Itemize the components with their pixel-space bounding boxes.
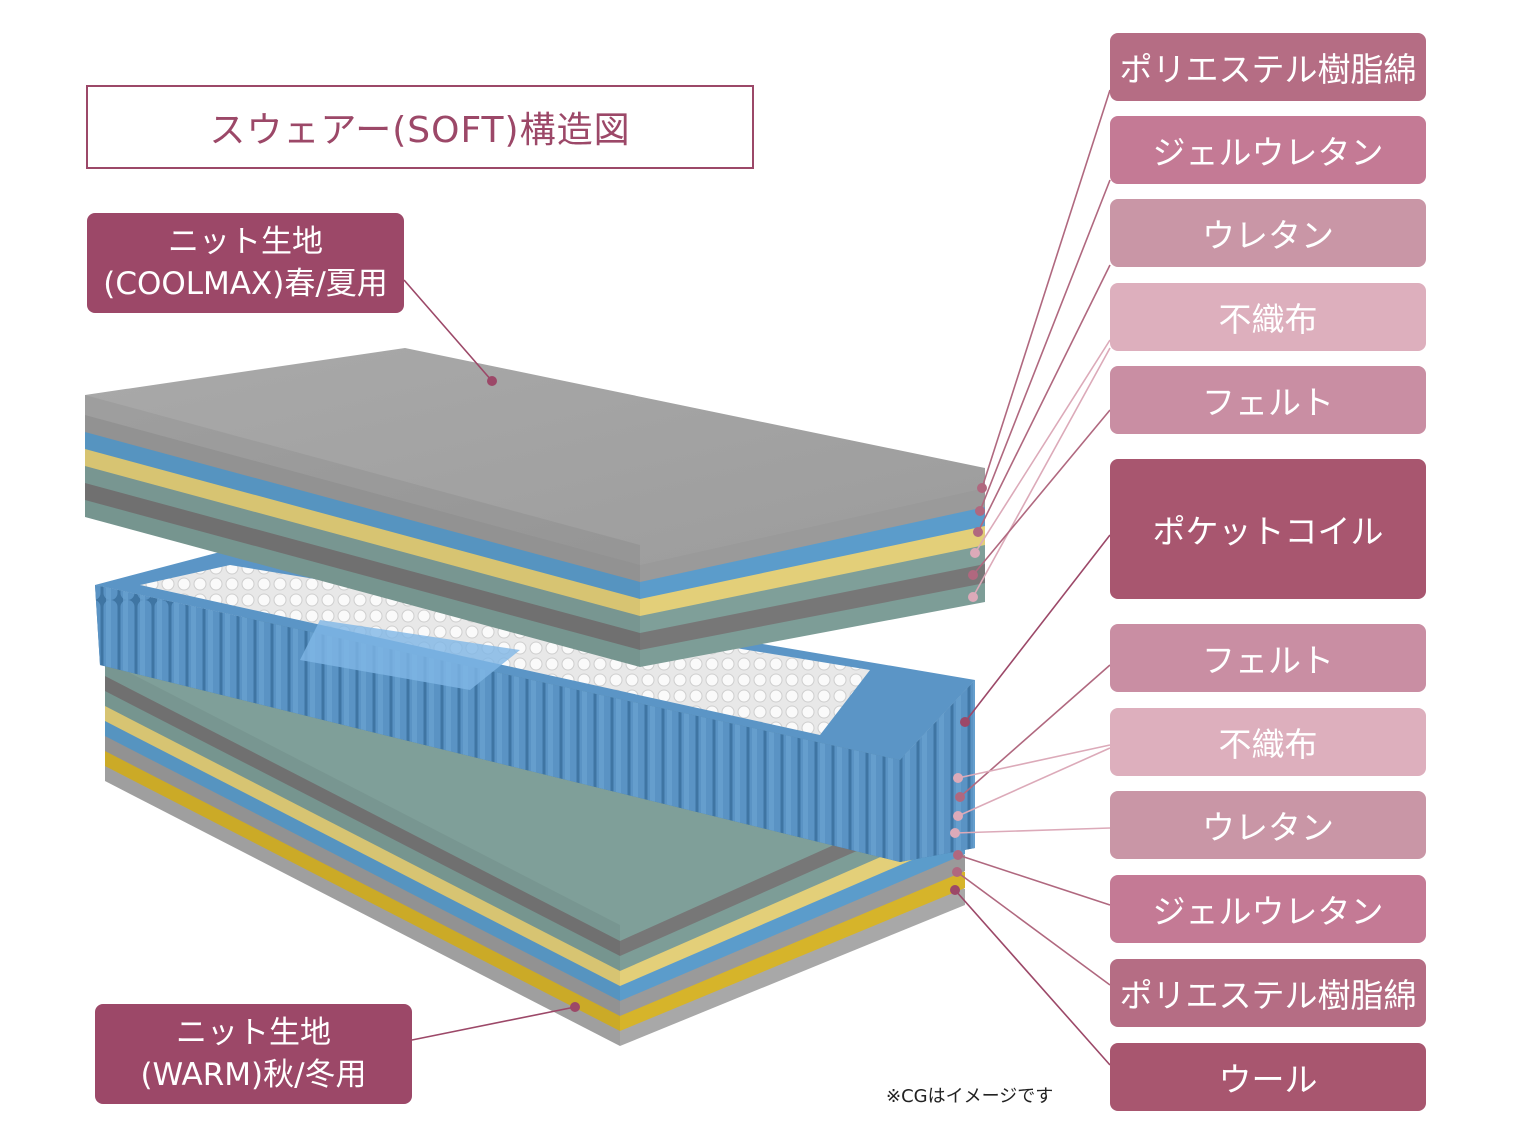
upper-layer-stack [85,348,985,667]
leader-upper-felt-dot [968,570,978,580]
leader-lower-urethane [954,827,1111,834]
lower-layer-7-shade [105,765,620,1046]
label-lower-urethane: ウレタン [1110,791,1426,859]
leader-bottom-knit [411,1006,576,1041]
leader-upper-nonwoven-a-dot [970,548,980,558]
leader-top-knit-dot [487,376,497,386]
bottom-knit-line1: ニット生地 [176,1015,331,1051]
upper-layer-0 [85,348,985,565]
leader-pocket-coil-dot [960,717,970,727]
lower-layer-5-shade [105,735,620,1016]
diagram-title: スウェアー(SOFT)構造図 [86,85,754,169]
label-upper-felt: フェルト [1110,366,1426,434]
leader-upper-polyester [981,89,1111,489]
leader-upper-polyester-dot [977,483,987,493]
leader-upper-gel-dot [975,506,985,516]
leader-lower-gel [957,854,1111,906]
leader-upper-nonwoven-b [972,347,1111,598]
lower-layer-0-shade [105,660,620,941]
leader-lower-wool [954,889,1111,1066]
leader-lower-polyester-dot [952,867,962,877]
leader-upper-nonwoven-b-dot [968,592,978,602]
leader-lower-nonwoven-b [957,747,1111,817]
label-upper-urethane: ウレタン [1110,199,1426,267]
leader-upper-felt [972,409,1111,576]
label-lower-nonwoven: 不織布 [1110,708,1426,776]
upper-layer-3-shade [85,446,640,616]
label-top-knit: ニット生地 (COOLMAX)春/夏用 [87,213,404,313]
label-lower-gel-urethane: ジェルウレタン [1110,875,1426,943]
cg-note: ※CGはイメージです [886,1086,1054,1107]
leader-upper-urethane [977,264,1111,533]
lower-layer-6-shade [105,750,620,1031]
label-upper-polyester: ポリエステル樹脂綿 [1110,33,1426,101]
leader-upper-gel [979,179,1111,512]
lower-layer-4-shade [105,720,620,1001]
leader-lower-nonwoven-a [957,744,1111,779]
leader-pocket-coil [964,534,1111,723]
top-knit-line2: (COOLMAX)春/夏用 [103,266,388,302]
label-lower-felt: フェルト [1110,624,1426,692]
leader-upper-urethane-dot [973,527,983,537]
lower-layer-2-shade [105,690,620,971]
label-lower-polyester: ポリエステル樹脂綿 [1110,959,1426,1027]
label-pocket-coil: ポケットコイル [1110,459,1426,599]
leader-lower-felt-dot [955,792,965,802]
upper-layer-1-shade [85,412,640,582]
upper-layer-4-shade [85,463,640,633]
leader-bottom-knit-dot [570,1002,580,1012]
upper-layer-0-shade [85,395,640,565]
label-upper-gel-urethane: ジェルウレタン [1110,116,1426,184]
leader-lower-nonwoven-a-dot [953,773,963,783]
label-lower-wool: ウール [1110,1043,1426,1111]
leader-lower-felt [959,664,1111,798]
leader-lower-nonwoven-b-dot [953,811,963,821]
lower-layer-1-shade [105,675,620,956]
leader-top-knit [403,279,493,382]
upper-layer-6-shade [85,497,640,667]
lower-layer-3-shade [105,705,620,986]
pocket-coil-block [95,552,975,862]
leader-lower-gel-dot [953,850,963,860]
top-knit-line1: ニット生地 [168,224,323,260]
leader-lower-polyester [956,871,1111,986]
label-bottom-knit: ニット生地 (WARM)秋/冬用 [95,1004,412,1104]
leader-upper-nonwoven-a [974,339,1111,554]
leader-lower-wool-dot [950,885,960,895]
upper-layer-5-shade [85,480,640,650]
leader-lower-urethane-dot [950,828,960,838]
label-upper-nonwoven: 不織布 [1110,283,1426,351]
leader-lines [403,89,1111,1066]
bottom-knit-line2: (WARM)秋/冬用 [140,1057,367,1093]
upper-layer-2-shade [85,429,640,599]
